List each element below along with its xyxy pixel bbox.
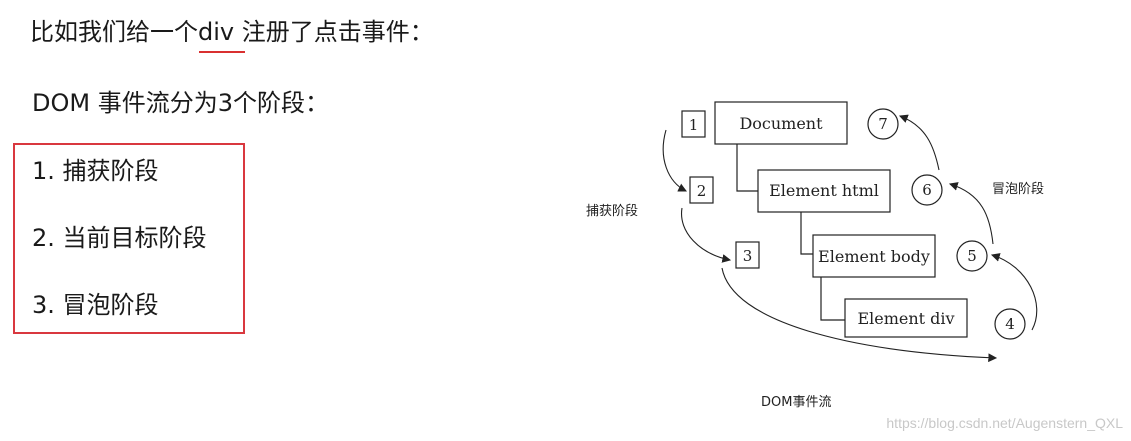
dom-event-flow-diagram: Document Element html Element body Eleme…	[586, 101, 1044, 410]
bubble-phase-label: 冒泡阶段	[992, 182, 1044, 197]
bubble-step-7: 7	[867, 108, 899, 140]
node-element-html-label: Element html	[769, 181, 879, 200]
subtitle-text: DOM 事件流分为3个阶段：	[32, 89, 329, 117]
capture-phase-label: 捕获阶段	[586, 203, 638, 219]
capture-step-2: 2	[689, 176, 714, 204]
capture-arrows	[662, 129, 998, 363]
svg-text:6: 6	[922, 181, 932, 199]
svg-text:5: 5	[967, 247, 977, 265]
svg-text:4: 4	[1005, 315, 1015, 333]
phase-list-box	[13, 143, 245, 334]
node-element-html: Element html	[757, 169, 891, 213]
intro-text: 比如我们给一个div 注册了点击事件：	[30, 18, 434, 46]
phase-item-bubble: 3. 冒泡阶段	[32, 291, 159, 319]
capture-step-1: 1	[681, 110, 706, 138]
node-document-label: Document	[739, 114, 823, 133]
svg-text:7: 7	[878, 115, 888, 133]
svg-text:1: 1	[689, 116, 699, 134]
node-element-body-label: Element body	[818, 247, 930, 266]
bubble-arrows	[898, 114, 1038, 331]
phase-item-target: 2. 当前目标阶段	[32, 224, 207, 252]
capture-step-3: 3	[735, 241, 760, 269]
node-document: Document	[714, 101, 848, 145]
svg-text:3: 3	[743, 247, 753, 265]
node-element-div-label: Element div	[857, 309, 954, 328]
bubble-step-5: 5	[956, 240, 988, 272]
diagram-caption: DOM事件流	[761, 395, 831, 410]
bubble-step-6: 6	[911, 174, 943, 206]
node-element-body: Element body	[812, 234, 936, 278]
red-underline-mark	[199, 51, 245, 53]
bubble-step-4: 4	[994, 308, 1026, 340]
node-element-div: Element div	[844, 298, 968, 338]
watermark-url: https://blog.csdn.net/Augenstern_QXL	[886, 415, 1123, 431]
phase-item-capture: 1. 捕获阶段	[32, 157, 159, 185]
svg-text:2: 2	[697, 182, 707, 200]
tree-connectors	[736, 144, 845, 321]
